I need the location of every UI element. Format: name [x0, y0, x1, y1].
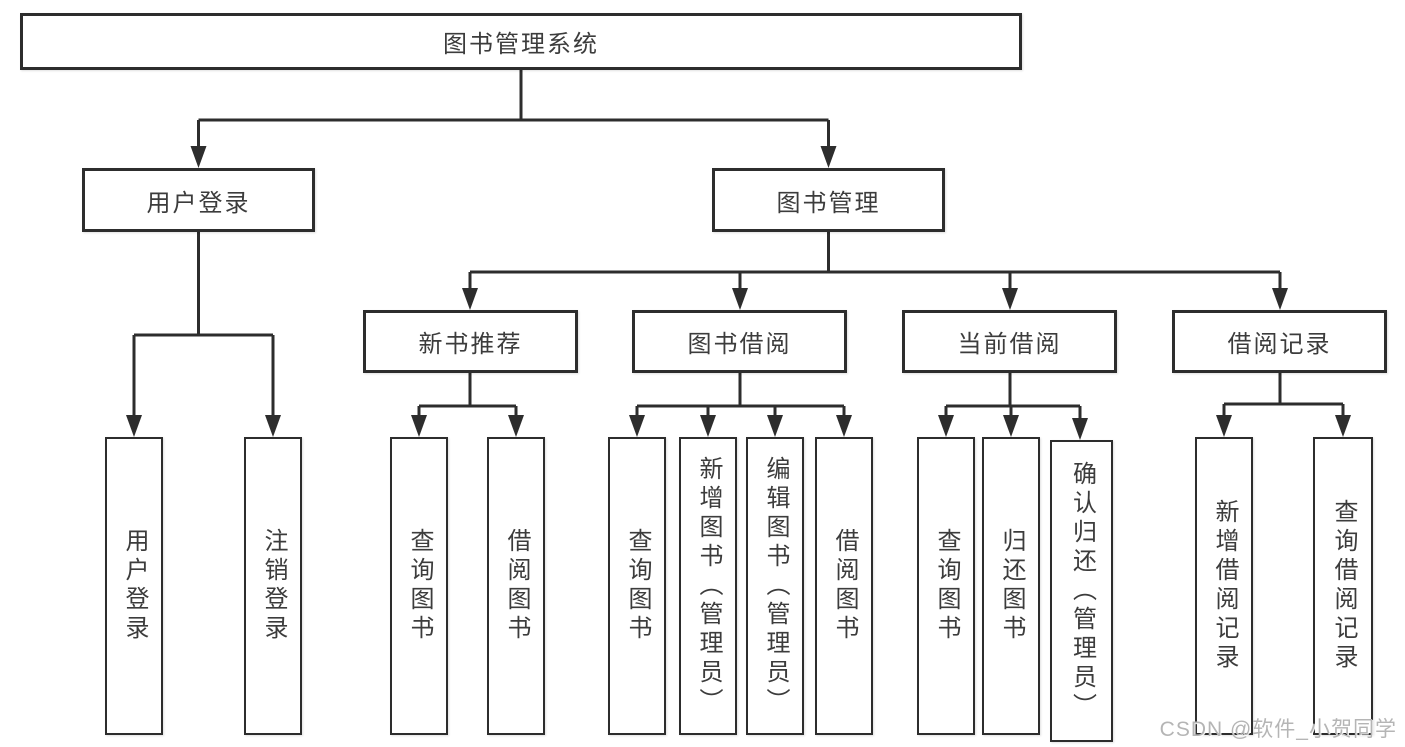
leaf-user-login: 用户登录	[105, 437, 163, 735]
leaf-confirm-return-admin-label: 确认归还（管理员）	[1068, 460, 1096, 722]
leaf-query-books-borrow-label: 查询图书	[624, 528, 651, 644]
leaf-borrow-books-recommend: 借阅图书	[487, 437, 545, 735]
leaf-edit-books-admin: 编辑图书（管理员）	[746, 437, 804, 735]
leaf-return-books: 归还图书	[982, 437, 1040, 735]
leaf-borrow-books-label: 借阅图书	[831, 528, 858, 644]
leaf-query-books-recommend: 查询图书	[390, 437, 448, 735]
node-new-book-recommend: 新书推荐	[363, 310, 578, 373]
node-book-management-label: 图书管理	[776, 189, 881, 217]
leaf-logout-label: 注销登录	[260, 528, 287, 644]
leaf-add-books-admin: 新增图书（管理员）	[679, 437, 737, 735]
leaf-borrow-books-recommend-label: 借阅图书	[503, 528, 530, 644]
node-borrow-records-label: 借阅记录	[1227, 331, 1332, 358]
leaf-query-books-borrow: 查询图书	[608, 437, 666, 735]
edge-bookmgmt-to-level3	[468, 232, 1282, 306]
edge-borrowrec-to-leaves	[1222, 373, 1345, 433]
leaf-add-borrow-record-label: 新增借阅记录	[1211, 499, 1238, 673]
node-new-book-recommend-label: 新书推荐	[418, 331, 523, 358]
node-current-borrow-label: 当前借阅	[957, 331, 1062, 358]
node-user-login: 用户登录	[82, 168, 315, 232]
leaf-logout: 注销登录	[244, 437, 302, 735]
node-library-system: 图书管理系统	[20, 13, 1022, 70]
leaf-query-borrow-record: 查询借阅记录	[1313, 437, 1373, 735]
leaf-user-login-label: 用户登录	[121, 528, 148, 644]
leaf-return-books-label: 归还图书	[998, 528, 1025, 644]
edge-login-to-leaves	[132, 232, 275, 433]
node-current-borrow: 当前借阅	[902, 310, 1117, 373]
edge-bookborrow-to-leaves	[635, 373, 846, 433]
node-book-borrow-label: 图书借阅	[687, 331, 792, 358]
node-book-borrow: 图书借阅	[632, 310, 847, 373]
leaf-confirm-return-admin: 确认归还（管理员）	[1050, 440, 1113, 742]
edge-root-to-level2	[197, 70, 830, 164]
leaf-query-books-current: 查询图书	[917, 437, 975, 735]
leaf-add-books-admin-label: 新增图书（管理员）	[695, 455, 722, 717]
node-book-management: 图书管理	[712, 168, 945, 232]
node-borrow-records: 借阅记录	[1172, 310, 1387, 373]
leaf-query-books-current-label: 查询图书	[933, 528, 960, 644]
edge-newrec-to-leaves	[417, 373, 518, 433]
leaf-borrow-books: 借阅图书	[815, 437, 873, 735]
leaf-edit-books-admin-label: 编辑图书（管理员）	[762, 455, 789, 717]
node-user-login-label: 用户登录	[146, 189, 251, 217]
leaf-add-borrow-record: 新增借阅记录	[1195, 437, 1253, 735]
leaf-query-borrow-record-label: 查询借阅记录	[1330, 499, 1357, 673]
node-library-system-label: 图书管理系统	[443, 31, 599, 58]
leaf-query-books-recommend-label: 查询图书	[406, 528, 433, 644]
arrowheads	[126, 146, 1351, 440]
